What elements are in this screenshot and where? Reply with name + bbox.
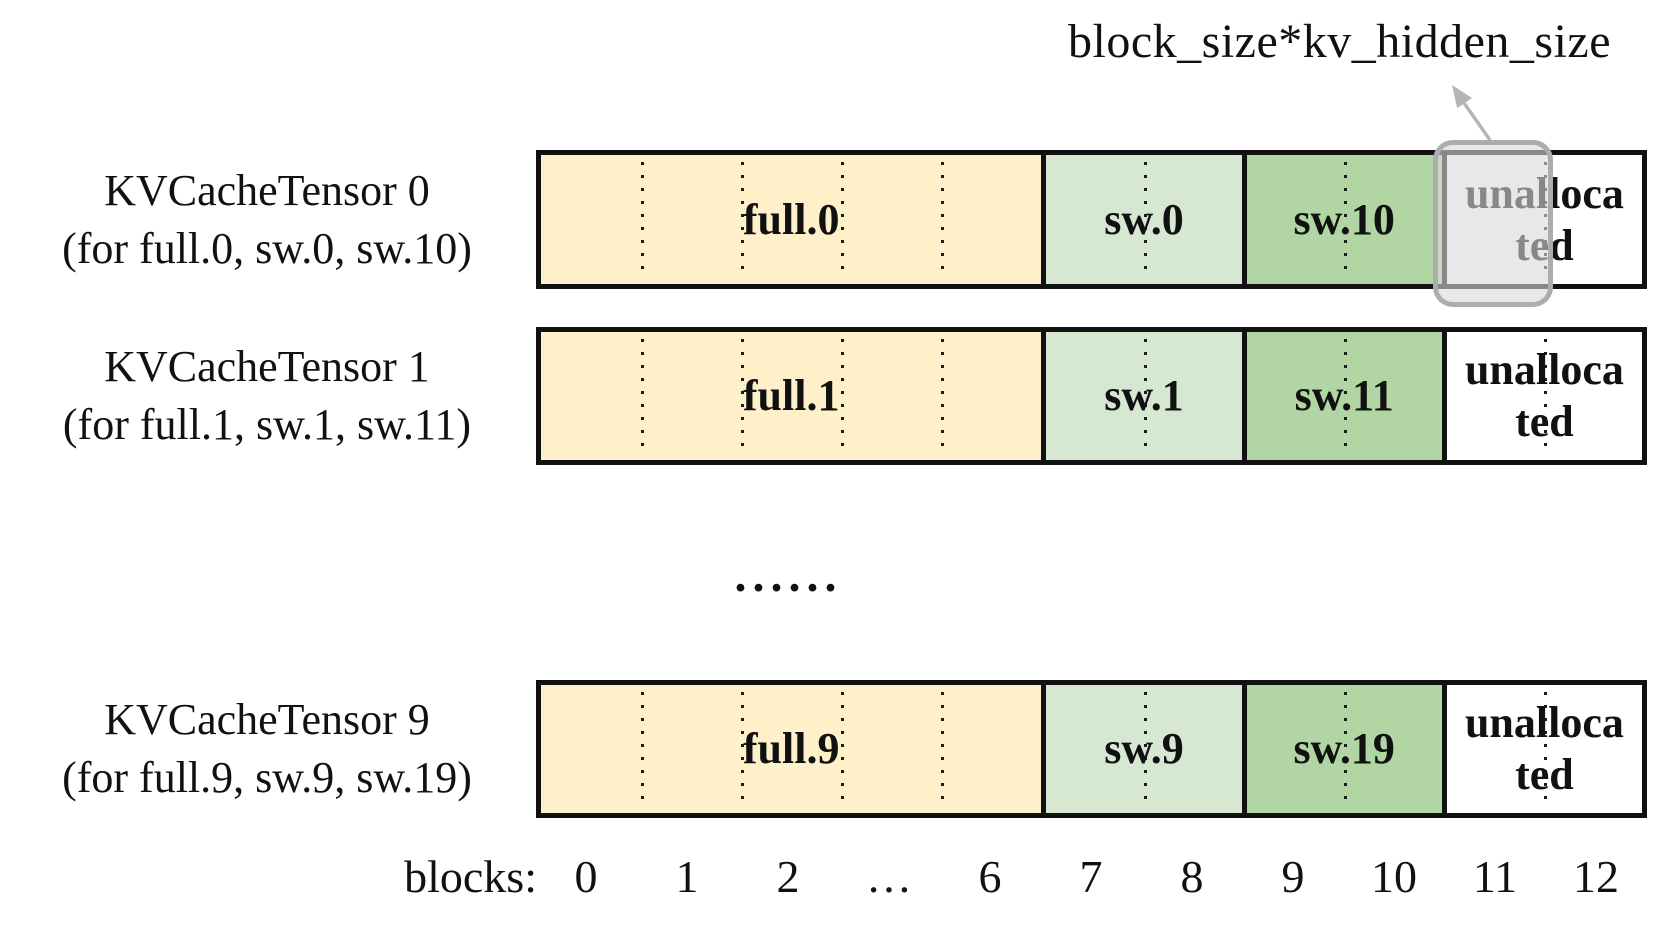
axis-tick: … — [866, 851, 912, 902]
axis-tick: 9 — [1281, 851, 1305, 902]
block-divider — [1143, 339, 1147, 453]
block-divider — [1344, 162, 1348, 277]
row-title: KVCacheTensor 1 — [104, 342, 430, 391]
section-label: sw.19 — [1293, 724, 1395, 773]
block-divider — [1544, 339, 1548, 453]
block-divider — [741, 162, 745, 277]
block-divider — [1143, 162, 1147, 277]
tensor-bar-9: full.9 sw.9 sw.19 unalloca ted — [536, 680, 1647, 818]
block-divider — [1544, 692, 1548, 806]
section-label: sw.0 — [1104, 194, 1184, 244]
row-subtitle: (for full.9, sw.9, sw.19) — [62, 753, 472, 802]
block-divider — [841, 339, 845, 453]
section-full: full.0 — [541, 155, 1042, 284]
annotation-arrow-icon — [1420, 60, 1590, 190]
row-label-tensor-1: KVCacheTensor 1 (for full.1, sw.1, sw.11… — [14, 327, 520, 465]
block-divider — [1344, 339, 1348, 453]
axis-tick: 7 — [1079, 851, 1103, 902]
section-label: sw.9 — [1104, 724, 1184, 773]
row-label-tensor-0: KVCacheTensor 0 (for full.0, sw.0, sw.10… — [14, 150, 520, 289]
section-label: sw.11 — [1294, 371, 1394, 420]
section-sw: sw.0 — [1041, 155, 1242, 284]
section-label: sw.1 — [1104, 371, 1184, 420]
block-divider — [941, 692, 945, 806]
section-unallocated: unalloca ted — [1441, 685, 1642, 813]
block-divider — [641, 339, 645, 453]
block-divider — [1143, 692, 1147, 806]
row-subtitle: (for full.1, sw.1, sw.11) — [62, 400, 472, 449]
section-sw-shifted: sw.10 — [1241, 155, 1442, 284]
block-divider — [641, 692, 645, 806]
block-divider — [741, 692, 745, 806]
row-title: KVCacheTensor 0 — [104, 165, 430, 215]
block-divider — [741, 339, 745, 453]
axis-tick: 1 — [675, 851, 699, 902]
section-label: unalloca ted — [1464, 698, 1624, 799]
block-divider — [841, 162, 845, 277]
axis-tick: 8 — [1180, 851, 1204, 902]
axis-tick: 10 — [1371, 851, 1417, 902]
section-full: full.9 — [541, 685, 1042, 813]
block-divider — [841, 692, 845, 806]
block-divider — [1344, 692, 1348, 806]
axis-tick: 6 — [978, 851, 1002, 902]
block-divider — [941, 339, 945, 453]
row-title: KVCacheTensor 9 — [104, 695, 430, 744]
section-label: unalloca ted — [1464, 345, 1624, 446]
blocks-axis-label: blocks: — [404, 851, 537, 902]
axis-tick: 11 — [1472, 851, 1518, 902]
block-size-annotation: block_size*kv_hidden_size — [1068, 15, 1612, 68]
axis-tick: 12 — [1573, 851, 1619, 902]
row-label-tensor-9: KVCacheTensor 9 (for full.9, sw.9, sw.19… — [14, 680, 520, 818]
section-sw: sw.1 — [1041, 332, 1242, 460]
row-subtitle: (for full.0, sw.0, sw.10) — [62, 223, 472, 273]
block-highlight — [1433, 140, 1553, 307]
section-label: full.9 — [742, 724, 840, 773]
block-divider — [941, 162, 945, 277]
axis-tick: 0 — [574, 851, 598, 902]
tensor-bar-1: full.1 sw.1 sw.11 unalloca ted — [536, 327, 1647, 465]
section-sw-shifted: sw.19 — [1241, 685, 1442, 813]
section-full: full.1 — [541, 332, 1042, 460]
block-divider — [641, 162, 645, 277]
section-label: full.0 — [742, 194, 840, 244]
section-label: sw.10 — [1293, 194, 1395, 244]
axis-tick: 2 — [776, 851, 800, 902]
section-sw: sw.9 — [1041, 685, 1242, 813]
ellipsis-separator: ...... — [734, 549, 843, 602]
section-label: full.1 — [742, 371, 840, 420]
section-unallocated: unalloca ted — [1441, 332, 1642, 460]
section-sw-shifted: sw.11 — [1241, 332, 1442, 460]
